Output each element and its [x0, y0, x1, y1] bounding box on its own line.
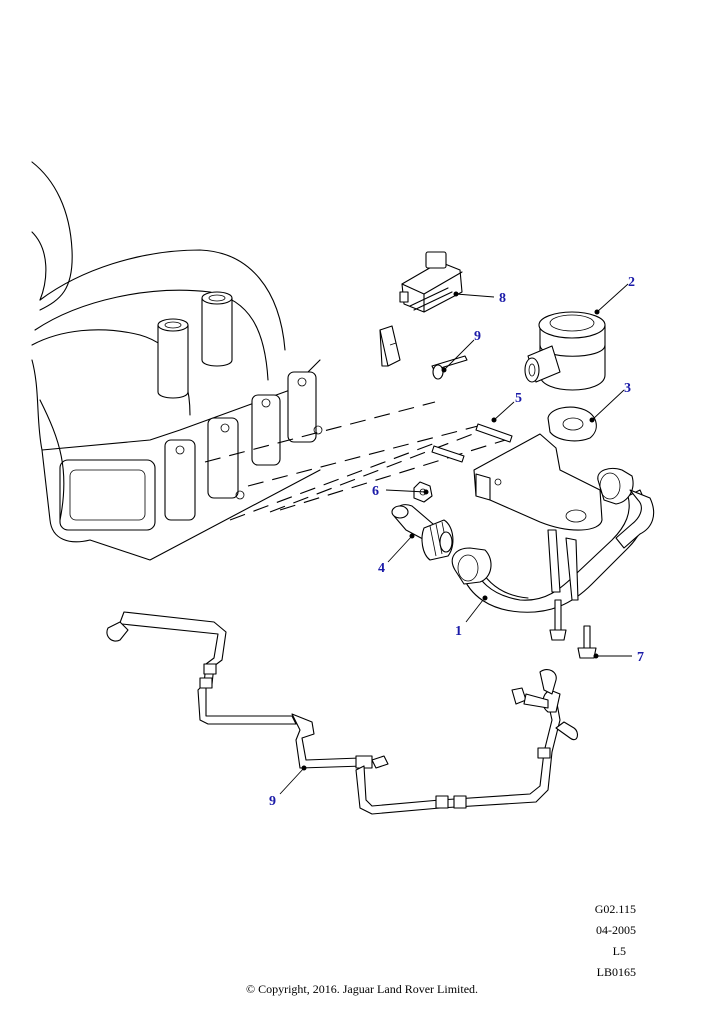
callout-4: 4 [378, 561, 385, 576]
callout-5: 5 [515, 391, 522, 406]
callout-9-upper: 9 [474, 329, 481, 344]
drawing-code: LB0165 [596, 965, 636, 979]
callout-2: 2 [628, 275, 635, 290]
callout-1: 1 [455, 624, 462, 639]
sensor [391, 504, 454, 561]
pipe-assembly [451, 433, 655, 613]
bolts [549, 599, 597, 659]
drawing-ref: G02.115 [594, 902, 636, 916]
intake-manifold [31, 161, 323, 561]
callout-3: 3 [624, 381, 631, 396]
air-valve [524, 311, 606, 391]
copyright-notice: © Copyright, 2016. Jaguar Land Rover Lim… [245, 982, 479, 996]
callout-labels: 1 2 3 4 5 6 7 8 9 9 [269, 275, 644, 809]
drawing-date: 04-2005 [596, 923, 636, 937]
bracket-clip [379, 325, 401, 367]
studs [431, 423, 513, 463]
solenoid-valve [399, 251, 463, 313]
callout-8: 8 [499, 291, 506, 306]
vacuum-hose [106, 611, 579, 815]
callout-6: 6 [372, 484, 379, 499]
leader-lines [279, 283, 632, 795]
gasket [547, 406, 597, 442]
callout-7: 7 [637, 650, 644, 665]
bolt-upper [431, 355, 468, 380]
callout-9-lower: 9 [269, 794, 276, 809]
drawing-level: L5 [612, 944, 626, 958]
alignment-lines [204, 401, 516, 521]
